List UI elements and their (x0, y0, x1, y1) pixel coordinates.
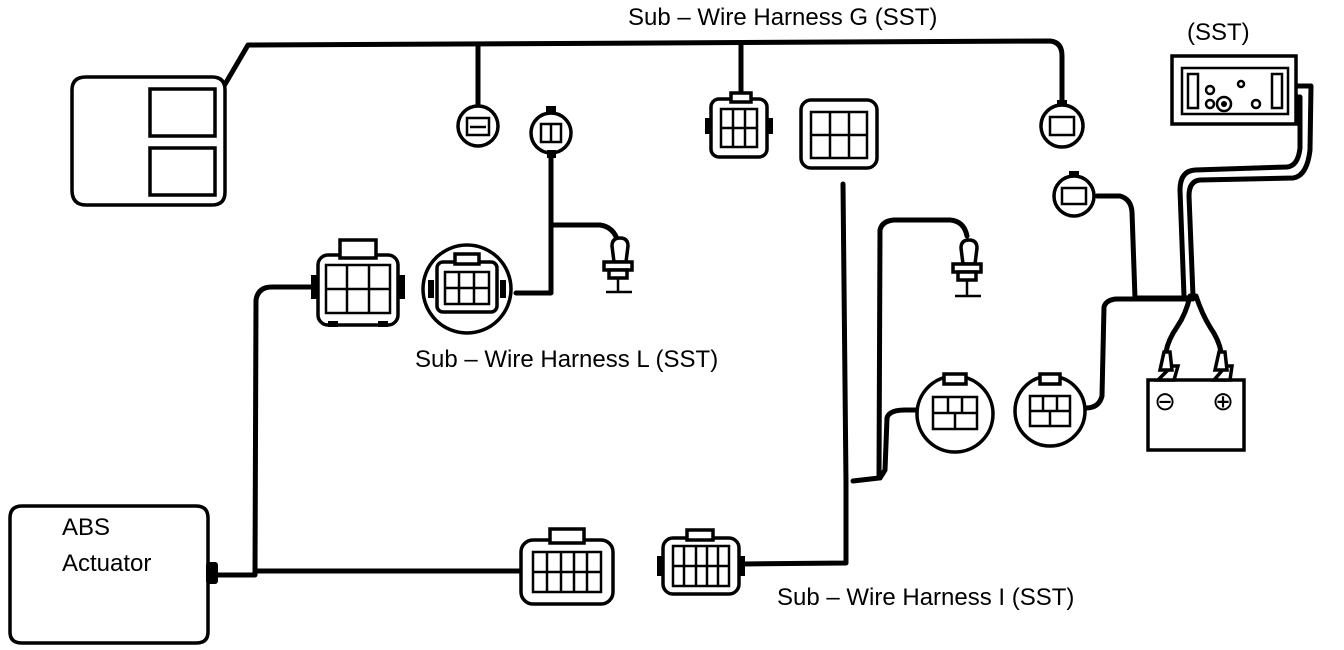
battery-negative-clip (1157, 350, 1174, 372)
ground-clip-i (951, 238, 983, 298)
battery-positive-symbol: ⊕ (1212, 387, 1234, 417)
round-connector-l-top (529, 106, 573, 158)
battery-positive-lead-wire (1193, 293, 1224, 355)
connector-i-six-pin (799, 98, 879, 170)
harness-i-branch-wire (877, 407, 920, 481)
control-unit-window-bottom (148, 146, 217, 197)
right-connector-to-battery-wire (1083, 296, 1196, 411)
wires (212, 38, 1314, 578)
sst-tester (1170, 54, 1298, 126)
round-connector-g1 (456, 104, 500, 148)
abs-actuator-label-line2: Actuator (62, 550, 152, 577)
small-connector-to-battery-wire (1094, 193, 1196, 301)
sst-cable-inner-wire (1177, 94, 1303, 299)
harness-g-trunk-wire (221, 38, 1065, 110)
round-connector-i-branch (915, 372, 995, 454)
battery-negative-symbol: ⊖ (1154, 387, 1176, 417)
connector-harness-l (421, 243, 513, 335)
small-round-connector (1052, 171, 1096, 218)
abs-to-left-connector-wire (212, 284, 319, 578)
control-unit (70, 75, 227, 207)
sst-label: (SST) (1187, 19, 1250, 46)
connector-bottom-ten-pin (519, 527, 615, 606)
ground-clip-l (602, 236, 634, 294)
harness-l-ground-wire (548, 222, 621, 245)
abs-actuator-label-line1: ABS (62, 514, 111, 541)
battery-negative-lead-wire (1163, 293, 1193, 355)
abs-actuator (8, 504, 218, 645)
connector-left-six-pin (311, 238, 405, 327)
harness-g-label: Sub – Wire Harness G (SST) (628, 4, 938, 31)
battery: ⊖ ⊕ (1146, 350, 1246, 452)
control-unit-window-top (148, 87, 217, 138)
harness-i-ground-wire (850, 217, 970, 484)
connector-g-six-pin (705, 91, 773, 159)
round-connector-g2 (1039, 100, 1085, 149)
harness-l-label: Sub – Wire Harness L (SST) (415, 346, 719, 373)
round-connector-battery-side (1013, 372, 1087, 448)
harness-i-wire (738, 181, 849, 567)
harness-i-label: Sub – Wire Harness I (SST) (777, 584, 1075, 611)
battery-positive-clip (1212, 350, 1229, 372)
sst-cable-wire (1186, 83, 1314, 299)
connector-harness-i-ten-pin (657, 528, 745, 596)
harness-l-wire (513, 152, 554, 296)
